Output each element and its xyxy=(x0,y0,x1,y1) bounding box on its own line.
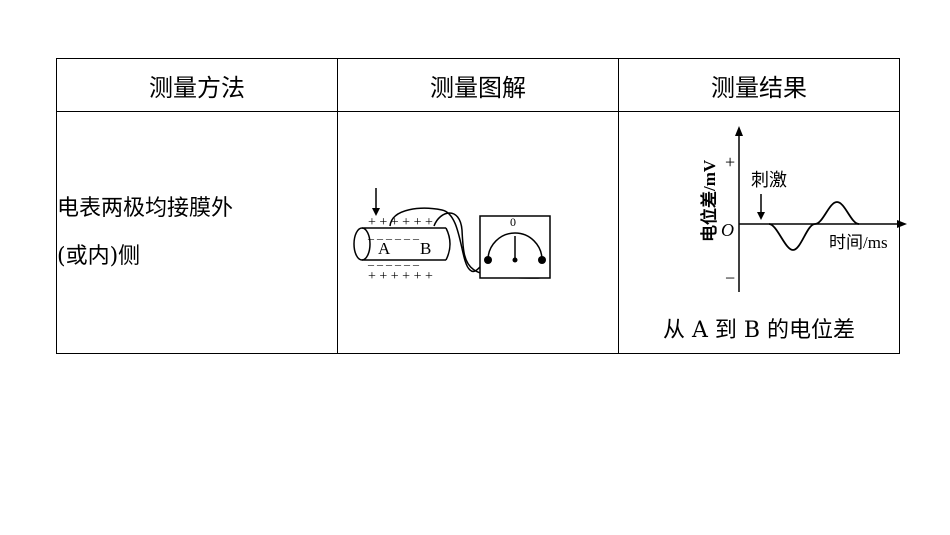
meter-terminal-left xyxy=(484,256,492,264)
meter-scale xyxy=(487,232,543,261)
meter-zero: 0 xyxy=(510,215,516,229)
result-cell: 电位差/mV + − O 刺激 时间/ms 从 A 到 B 的电位差 xyxy=(618,111,907,354)
nerve-meter-diagram: + + + + + + _ _ _ _ _ _ A B _ _ _ _ _ _ … xyxy=(353,188,551,284)
point-a-label: A xyxy=(378,239,391,258)
x-axis-label: 时间/ms xyxy=(829,233,888,252)
method-line-1: 电表两极均接膜外 xyxy=(57,195,234,221)
point-b-label: B xyxy=(420,239,431,258)
potential-curve xyxy=(768,201,860,251)
y-plus: + xyxy=(725,152,735,172)
fiber-right-end xyxy=(445,227,451,261)
origin-label: O xyxy=(721,220,734,240)
result-caption: 从 A 到 B 的电位差 xyxy=(662,318,856,343)
minus-charges-bottom: _ _ _ _ _ _ xyxy=(367,253,420,267)
header-result: 测量结果 xyxy=(618,58,900,112)
header-method: 测量方法 xyxy=(56,58,338,112)
potential-graph: 电位差/mV + − O 刺激 时间/ms xyxy=(699,126,907,292)
header-diagram: 测量图解 xyxy=(337,58,619,112)
method-line-2: (或内)侧 xyxy=(57,243,141,269)
x-axis-arrow xyxy=(897,220,907,228)
stimulus-label: 刺激 xyxy=(751,170,787,190)
measurement-table: 测量方法 测量图解 测量结果 电表两极均接膜外 (或内)侧 + + + + + … xyxy=(56,58,907,354)
minus-charges-top: _ _ _ _ _ _ xyxy=(367,227,420,241)
plus-charges-top: + + + + + + xyxy=(368,215,433,230)
y-minus: − xyxy=(725,268,735,288)
meter-terminal-right xyxy=(538,256,546,264)
plus-charges-bottom: + + + + + + xyxy=(368,269,433,284)
y-axis-arrow xyxy=(735,126,743,136)
y-axis-label: 电位差/mV xyxy=(699,159,719,242)
wire-a xyxy=(389,207,489,273)
diagram-cell: + + + + + + _ _ _ _ _ _ A B _ _ _ _ _ _ … xyxy=(337,111,619,354)
stimulus-marker-head xyxy=(757,212,765,220)
meter-pivot xyxy=(512,257,518,263)
method-cell: 电表两极均接膜外 (或内)侧 xyxy=(56,111,338,354)
header-row: 测量方法 测量图解 测量结果 xyxy=(56,58,900,112)
content-row: 电表两极均接膜外 (或内)侧 + + + + + + _ _ _ _ _ _ A… xyxy=(56,111,907,354)
stimulus-arrow-head xyxy=(372,208,380,216)
